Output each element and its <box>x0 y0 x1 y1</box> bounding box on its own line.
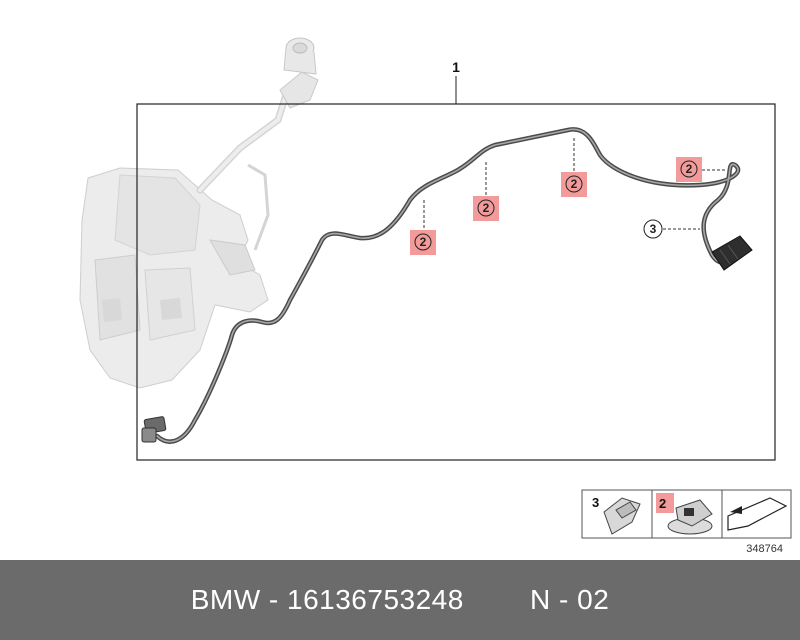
part-info-bar: BMW - 16136753248 N - 02 <box>0 560 800 640</box>
svg-text:2: 2 <box>571 177 578 191</box>
clip-callout-a: 2 <box>410 200 436 255</box>
part-note: N - 02 <box>530 584 610 615</box>
svg-text:2: 2 <box>420 235 427 249</box>
fuel-hose-line <box>141 127 753 444</box>
brand-name: BMW <box>190 584 261 615</box>
svg-text:2: 2 <box>483 201 490 215</box>
part-number: 16136753248 <box>287 584 464 615</box>
clip-callout-d: 2 <box>676 157 725 182</box>
clip-callout-c: 2 <box>561 138 587 197</box>
fuel-tank-illustration <box>79 37 319 389</box>
clip-callout-b: 2 <box>473 162 499 221</box>
svg-text:3: 3 <box>650 222 657 236</box>
svg-text:3: 3 <box>592 495 599 510</box>
svg-text:2: 2 <box>659 496 666 511</box>
hose-end-callout: 3 <box>643 219 700 239</box>
parts-legend: 3 2 <box>581 489 792 539</box>
part-1-label: 1 <box>452 59 460 75</box>
svg-text:2: 2 <box>686 162 693 176</box>
brand-separator: - <box>260 584 288 615</box>
diagram-reference-number: 348764 <box>746 543 783 555</box>
parts-diagram: 1 2 2 2 2 3 <box>79 37 792 555</box>
